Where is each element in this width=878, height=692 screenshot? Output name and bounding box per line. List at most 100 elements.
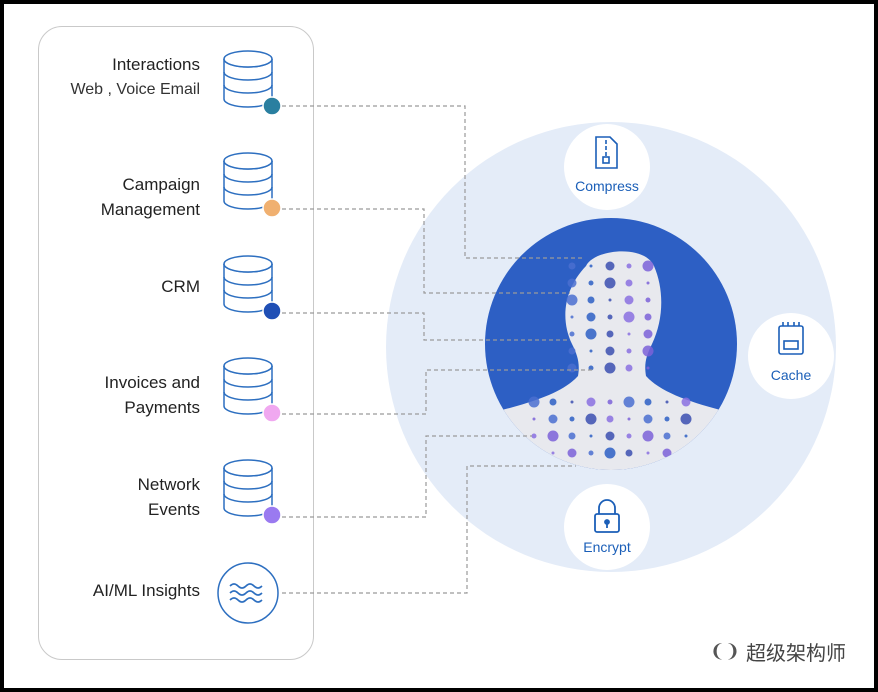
pattern-dot [662,448,672,458]
source-title: CRM [161,277,200,296]
pattern-dot [627,332,631,336]
pattern-dot [549,398,557,406]
connector-aiml [282,465,576,594]
customer-profile-icon [485,218,737,470]
pattern-dot [586,397,596,407]
pattern-dot [585,413,597,425]
pattern-dot [604,447,616,459]
pattern-dot [569,416,575,422]
source-title-line1: Invoices and [104,373,200,392]
watermark: ❨❩ 超级架构师 [710,637,846,666]
pattern-dot [625,279,633,287]
diagram-graphics: Compress Cache Encrypt [217,50,836,624]
status-dot [262,96,282,116]
pattern-dot [642,260,654,272]
memory-chip-icon [778,322,804,355]
connector-lines [282,105,592,594]
pattern-dot [626,433,632,439]
pattern-dot [624,295,634,305]
pattern-dot [570,400,574,404]
pattern-dot [625,449,633,457]
pattern-dot [589,349,593,353]
pattern-dot [607,314,613,320]
pattern-dot [623,396,635,408]
pattern-dot [605,346,615,356]
connector-crm [282,312,570,341]
database-icon [223,459,282,525]
pattern-dot [645,297,651,303]
padlock-icon [594,499,620,533]
source-subtitle: Web , Voice Email [70,81,200,98]
pattern-dot [646,451,650,455]
database-icon [223,255,282,321]
source-title-line1: Network [137,475,200,494]
pattern-dot [626,263,632,269]
pattern-dot [568,432,576,440]
connector-network [282,435,532,518]
pattern-dot [665,400,669,404]
pattern-dot [551,451,555,455]
pattern-dot [642,430,654,442]
waves-icon [217,562,279,624]
pattern-dot [626,348,632,354]
data-sources-panel [38,26,314,660]
status-dot [262,403,282,423]
pattern-dot [681,397,691,407]
source-label-crm: CRM [161,274,200,299]
pattern-dot [587,296,595,304]
connector-campaign [282,208,570,294]
pattern-dot [567,448,577,458]
source-label-campaign: Campaign Management [101,172,200,222]
pattern-dot [585,328,597,340]
wechat-icon: ❨❩ [709,641,740,661]
pattern-dot [528,396,540,408]
pattern-dot [589,434,593,438]
pattern-dot [567,278,577,288]
watermark-text: 超级架构师 [746,643,846,665]
pattern-dot [568,347,576,355]
pattern-dot [664,416,670,422]
cache-operation: Cache [748,313,834,399]
source-label-network: Network Events [138,472,200,522]
pattern-dot [567,363,577,373]
pattern-dot [623,311,635,323]
pattern-dot [568,262,576,270]
pattern-dot [680,413,692,425]
pattern-dot [643,329,653,339]
source-label-aiml: AI/ML Insights [93,578,200,603]
pattern-dot [604,277,616,289]
diagram-canvas: Interactions Web , Voice Email Campaign … [4,4,874,688]
pattern-dot [607,399,613,405]
pattern-dot [606,330,614,338]
pattern-dot [588,365,594,371]
database-icon [223,152,282,218]
source-title: AI/ML Insights [92,581,200,600]
pattern-dot [569,331,575,337]
compress-label: Compress [575,178,639,194]
pattern-dot [532,417,536,421]
pattern-dot [608,298,612,302]
pattern-dot [644,398,652,406]
pattern-dot [625,364,633,372]
database-icon [223,357,282,423]
pattern-dot [642,345,654,357]
pattern-dot [604,362,616,374]
source-title-line2: Payments [124,398,200,417]
pattern-dot [663,432,671,440]
pattern-dot [548,414,558,424]
connector-interactions [282,105,584,259]
pattern-dot [588,450,594,456]
pattern-dot [684,434,688,438]
pattern-dot [646,281,650,285]
cache-label: Cache [771,367,812,383]
pattern-dot [644,313,652,321]
pattern-dot [586,312,596,322]
encrypt-operation: Encrypt [564,484,650,570]
pattern-dot [547,430,559,442]
pattern-dot [605,431,615,441]
pattern-dot [566,294,578,306]
pattern-dot [531,433,537,439]
source-title-line2: Events [148,500,200,519]
pattern-dot [643,414,653,424]
status-dot [262,198,282,218]
